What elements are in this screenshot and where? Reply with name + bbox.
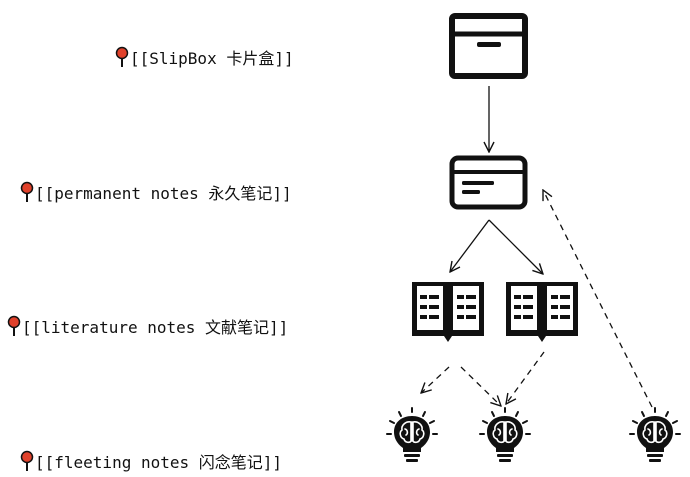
card-icon bbox=[449, 155, 528, 210]
open-book-icon bbox=[412, 282, 484, 342]
label-literature-notes: [[literature notes 文献笔记]] bbox=[7, 314, 288, 338]
open-book-icon bbox=[506, 282, 578, 342]
dashed-arrow-book-to-bulb-left bbox=[421, 366, 450, 393]
dashed-arrow-book-to-bulb-middle bbox=[460, 366, 501, 406]
pushpin-icon bbox=[7, 315, 21, 336]
dashed-arrow-bulb-to-card bbox=[543, 190, 653, 408]
label-slipbox-text[interactable]: [[SlipBox 卡片盒]] bbox=[130, 49, 294, 68]
label-fleeting-notes: [[fleeting notes 闪念笔记]] bbox=[20, 449, 282, 473]
pushpin-icon bbox=[20, 450, 34, 471]
label-permanent-notes-text[interactable]: [[permanent notes 永久笔记]] bbox=[35, 184, 292, 203]
label-permanent-notes: [[permanent notes 永久笔记]] bbox=[20, 180, 292, 204]
pushpin-icon bbox=[20, 181, 34, 202]
arrow-card-to-book-right bbox=[488, 219, 543, 274]
lightbulb-brain-icon bbox=[629, 407, 681, 463]
arrow-card-to-book-left bbox=[450, 219, 490, 272]
archive-box-icon bbox=[449, 13, 528, 79]
label-fleeting-notes-text[interactable]: [[fleeting notes 闪念笔记]] bbox=[35, 453, 283, 472]
label-slipbox: [[SlipBox 卡片盒]] bbox=[115, 45, 294, 69]
lightbulb-brain-icon bbox=[479, 407, 531, 463]
dashed-arrow-book2-to-bulb-middle bbox=[506, 351, 545, 404]
lightbulb-brain-icon bbox=[386, 407, 438, 463]
label-literature-notes-text[interactable]: [[literature notes 文献笔记]] bbox=[22, 318, 289, 337]
pushpin-icon bbox=[115, 46, 129, 67]
